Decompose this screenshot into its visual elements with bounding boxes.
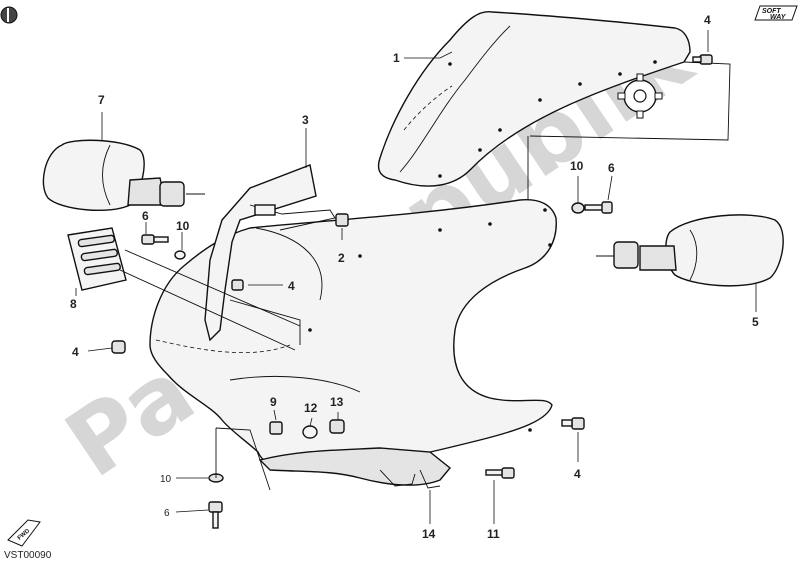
mirror-left bbox=[42, 139, 205, 212]
callout-4-bottom-right: 4 bbox=[574, 467, 581, 481]
callout-10-bottom: 10 bbox=[160, 474, 172, 485]
callout-6-bottom: 6 bbox=[164, 508, 170, 519]
softway-badge: SOFT WAY bbox=[754, 5, 798, 21]
vent-grille bbox=[67, 227, 301, 351]
screw-top-right bbox=[692, 54, 713, 65]
callout-12: 12 bbox=[304, 401, 318, 415]
callout-11: 11 bbox=[487, 527, 500, 541]
callout-5: 5 bbox=[752, 315, 759, 329]
gear-icon bbox=[617, 73, 663, 119]
drawing-code: VST00090 bbox=[4, 550, 52, 561]
callout-2: 2 bbox=[338, 251, 345, 265]
badge-line2: WAY bbox=[770, 14, 787, 21]
fairing-shell bbox=[149, 198, 557, 471]
brand-logo-icon bbox=[0, 6, 18, 24]
callout-14: 14 bbox=[422, 527, 436, 541]
callout-4-top-right: 4 bbox=[704, 13, 711, 27]
callout-3: 3 bbox=[302, 113, 309, 127]
mirror-right bbox=[596, 214, 784, 287]
fastener-set bbox=[111, 201, 613, 529]
inner-bracket bbox=[204, 164, 336, 345]
callout-1: 1 bbox=[393, 51, 400, 65]
callout-13: 13 bbox=[330, 395, 344, 409]
callout-10-right: 10 bbox=[570, 159, 584, 173]
callout-9: 9 bbox=[270, 395, 277, 409]
callout-4-mid: 4 bbox=[288, 279, 295, 293]
fwd-arrow-icon: FWD bbox=[7, 519, 41, 547]
badge-line1: SOFT bbox=[762, 8, 781, 15]
callout-4-left: 4 bbox=[72, 345, 79, 359]
callout-10-upper: 10 bbox=[176, 219, 190, 233]
lower-belly-pan bbox=[258, 447, 451, 489]
callout-6-upper-left: 6 bbox=[142, 209, 149, 223]
callout-8: 8 bbox=[70, 297, 77, 311]
callout-6-right: 6 bbox=[608, 161, 615, 175]
callout-7: 7 bbox=[98, 93, 105, 107]
leader-lines bbox=[75, 30, 757, 524]
